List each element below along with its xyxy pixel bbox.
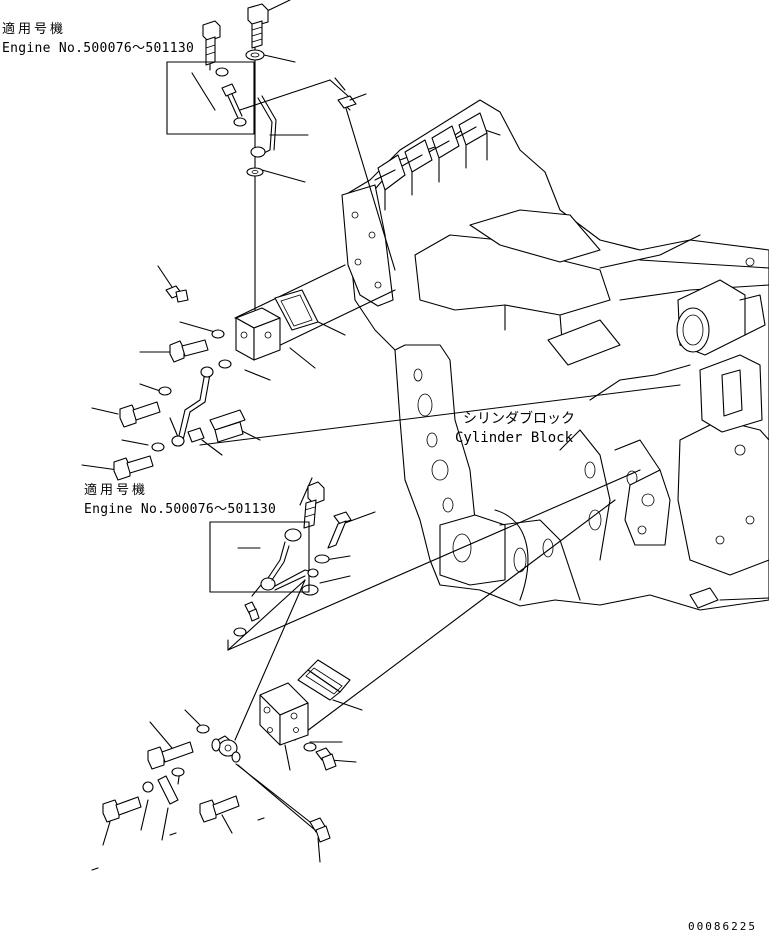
bolt-left-2 [119, 401, 161, 428]
bolt-top [247, 3, 269, 49]
applicability-label-top-jp: 適用号機 [2, 22, 67, 37]
engine-range-label-top: Engine No.500076～501130 [2, 41, 195, 56]
bolt-bottom-2 [199, 795, 240, 823]
applicability-label-mid-jp: 適用号機 [84, 483, 149, 498]
adapter-block-top [235, 307, 281, 361]
bolt-mid-1 [303, 481, 325, 529]
bolt-left-1 [169, 339, 209, 363]
bolt-left-3 [113, 455, 154, 481]
joint-fitting [211, 735, 241, 763]
drawing-code: 00086225 [688, 920, 757, 933]
bolt-bottom-1 [102, 796, 142, 823]
leader-lines [81, 0, 681, 863]
bottom-parts-group [91, 659, 351, 871]
bolt-mid-2 [327, 511, 352, 549]
top-parts-group [113, 3, 367, 481]
bolt-long-bottom [147, 741, 194, 770]
inset-box-mid [209, 521, 310, 593]
cylinder-block-label-jp: シリンダブロック [463, 411, 575, 427]
engine-range-label-mid: Engine No.500076～501130 [84, 502, 277, 517]
inset-box-top [166, 61, 255, 135]
bolt-upper-left [202, 20, 221, 66]
gasket-top [274, 289, 319, 331]
union-fitting-top [165, 285, 189, 303]
sensor-bottom [309, 817, 331, 843]
cylinder-block-label-en: Cylinder Block [455, 430, 574, 446]
middle-parts-group [209, 481, 352, 651]
gasket-bottom [297, 659, 351, 701]
cylinder-block [341, 99, 769, 611]
adapter-block-bottom [259, 682, 309, 746]
union-fitting-bottom [315, 747, 337, 771]
